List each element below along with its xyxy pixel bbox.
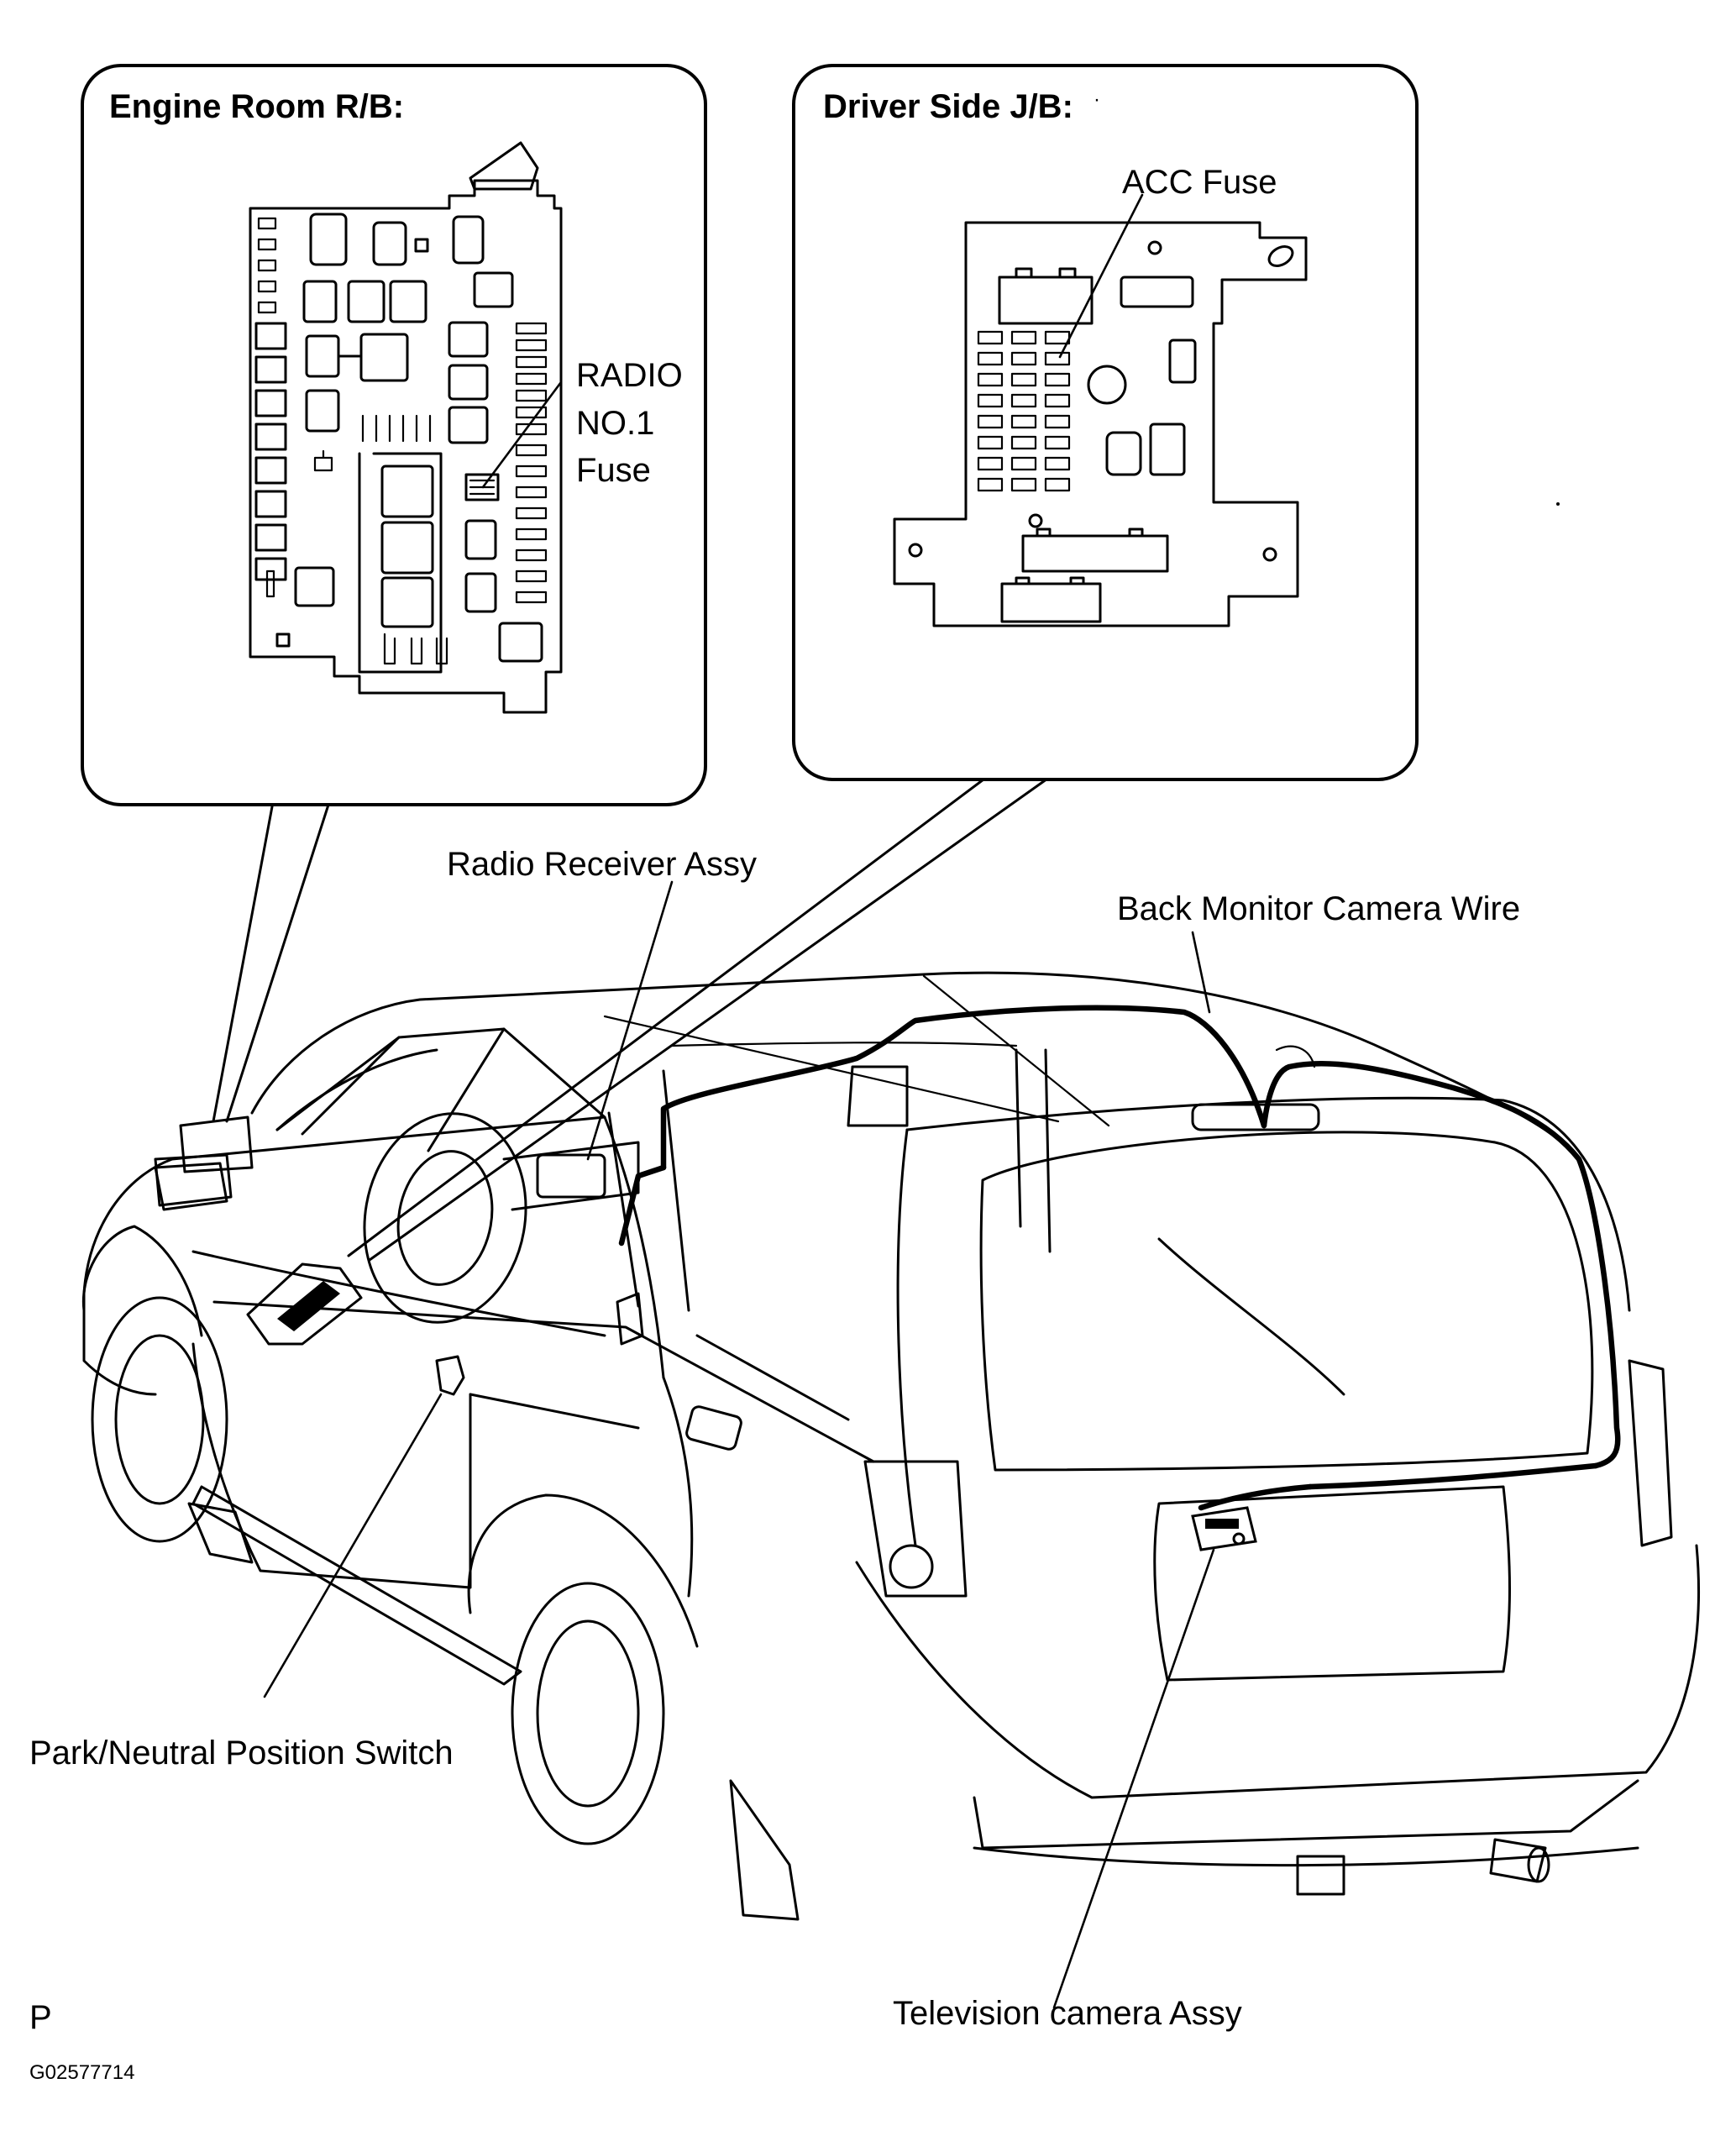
back-monitor-wire-label: Back Monitor Camera Wire [1117, 890, 1520, 927]
acc-fuse [1044, 351, 1071, 366]
svg-text:·: · [1094, 88, 1100, 111]
view-marker: P [29, 1999, 52, 2036]
television-camera-label: Television camera Assy [893, 1995, 1242, 2032]
driver-side-jb-title: Driver Side J/B: [823, 88, 1073, 125]
park-neutral-switch-label: Park/Neutral Position Switch [29, 1735, 454, 1771]
park-neutral-switch-leader [263, 1393, 443, 1698]
driver-side-junction-block [893, 221, 1308, 627]
driver-side-jb-on-vehicle [246, 1262, 363, 1346]
acc-fuse-label: ACC Fuse [1122, 164, 1277, 201]
acc-fuse-leader [1058, 193, 1144, 359]
engine-room-callout-pointer [212, 800, 331, 1123]
radio-receiver-label: Radio Receiver Assy [447, 846, 757, 883]
radio-fuse-leader [481, 381, 563, 489]
park-neutral-switch-part [435, 1355, 465, 1396]
radio-receiver-leader [586, 880, 674, 1161]
driver-side-jb-callout: Driver Side J/B: · [792, 64, 1419, 781]
engine-room-rb-title: Engine Room R/B: [109, 88, 404, 125]
radio-fuse-label-line2: NO.1 [576, 405, 654, 442]
driver-side-callout-pointer [347, 775, 1052, 1262]
figure-code: G02577714 [29, 2061, 134, 2084]
fuse-grid [977, 330, 1071, 492]
radio-no1-fuse [464, 473, 500, 501]
back-monitor-camera-wire [618, 1005, 1621, 1551]
back-monitor-wire-leader [1191, 931, 1211, 1014]
engine-room-relay-block [249, 141, 563, 714]
radio-receiver-unit [536, 1153, 606, 1199]
radio-fuse-label-line3: Fuse [576, 452, 651, 489]
television-camera-leader [1052, 1548, 1215, 2009]
vehicle-illustration [81, 971, 1700, 1921]
television-camera-assy [1191, 1506, 1257, 1551]
radio-fuse-label-line1: RADIO [576, 357, 683, 394]
engine-room-rb-callout: Engine Room R/B: [81, 64, 707, 806]
